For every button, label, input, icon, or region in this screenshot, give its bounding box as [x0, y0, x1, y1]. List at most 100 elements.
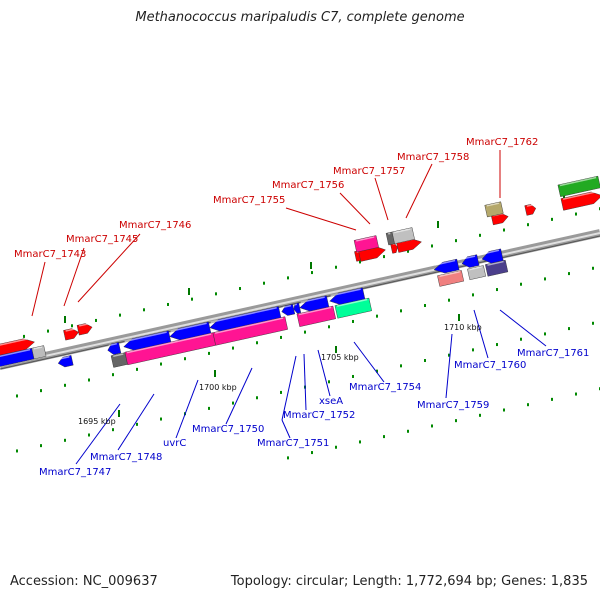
gene-label-mmarc7-1761[interactable]: MmarC7_1761 [517, 348, 589, 359]
tick-dot [143, 308, 145, 312]
gene-label-mmarc7-1743[interactable]: MmarC7_1743 [14, 249, 86, 260]
gene-mmarc7-1761-shine [482, 249, 500, 255]
gene-green-edge-shape [557, 175, 600, 197]
box-grey-1747-shine [113, 353, 124, 358]
gene-xsea [299, 295, 330, 312]
tick-dot [280, 390, 282, 394]
tick-dot [479, 413, 481, 417]
tick-dot [40, 444, 42, 448]
tick-dot [400, 309, 402, 313]
gene-grey-1757b [391, 227, 415, 244]
box-pink-1750-shape [212, 316, 288, 346]
tick-dot [208, 406, 210, 410]
tick-dot [112, 428, 114, 432]
gene-mmarc7-1760-shine [462, 255, 476, 260]
leader-1757 [374, 177, 389, 221]
gene-pink-1755 [353, 235, 379, 253]
tick-dot [119, 313, 121, 317]
gene-mmarc7-1762b-shape [524, 204, 537, 216]
tick-dot [167, 302, 169, 306]
tick-dot [527, 223, 529, 227]
tick-dot [64, 383, 66, 387]
tick-dot [16, 394, 18, 398]
box-teal-1754-shine [336, 298, 368, 307]
gene-label-uvrc[interactable]: uvrC [163, 438, 186, 449]
tick-dot [496, 288, 498, 292]
leader-1752 [303, 353, 307, 411]
tick-dot [568, 327, 570, 331]
major-tick [118, 410, 120, 417]
tick-dot [424, 304, 426, 308]
gene-label-mmarc7-1758[interactable]: MmarC7_1758 [397, 152, 469, 163]
tick-dot [40, 389, 42, 393]
tick-dot [503, 408, 505, 412]
box-grey-1747 [110, 352, 128, 368]
box-pink-1752 [296, 305, 336, 327]
gene-blue-small [57, 355, 74, 368]
tick-dot [160, 362, 162, 366]
tick-dot [311, 271, 313, 275]
leader-1747 [75, 403, 121, 465]
major-tick [437, 221, 439, 228]
gene-label-mmarc7-1747[interactable]: MmarC7_1747 [39, 467, 111, 478]
tick-dot [328, 325, 330, 329]
tick-dot [232, 346, 234, 350]
box-pink-1748-shine [126, 333, 212, 354]
tick-dot [520, 282, 522, 286]
box-pink-1750-shine [214, 317, 284, 334]
leader-1746 [77, 233, 141, 303]
tick-dot [455, 239, 457, 243]
tick-dot [479, 233, 481, 237]
box-salmon-1759-shine [439, 271, 460, 277]
gene-label-mmarc7-1748[interactable]: MmarC7_1748 [90, 452, 162, 463]
gene-label-mmarc7-1752[interactable]: MmarC7_1752 [283, 410, 355, 421]
tick-dot [352, 319, 354, 323]
gene-label-mmarc7-1759[interactable]: MmarC7_1759 [417, 400, 489, 411]
gene-label-mmarc7-1746[interactable]: MmarC7_1746 [119, 220, 191, 231]
gene-label-mmarc7-1754[interactable]: MmarC7_1754 [349, 382, 421, 393]
gene-mmarc7-1762b-shine [526, 204, 534, 207]
gene-label-mmarc7-1757[interactable]: MmarC7_1757 [333, 166, 405, 177]
tick-dot [191, 297, 193, 301]
box-navy-1761 [485, 259, 509, 277]
gene-label-xsea[interactable]: xseA [319, 396, 343, 407]
box-pink-1752-shape [296, 305, 336, 327]
genome-backbone [0, 229, 600, 370]
gene-xsea-shine [300, 296, 325, 304]
tick-label-1710: 1710 kbp [444, 323, 482, 332]
gene-mmarc7-1762b [524, 204, 537, 216]
tick-dot [256, 396, 258, 400]
tick-dot [383, 255, 385, 259]
tick-dot [64, 438, 66, 442]
gene-label-mmarc7-1760[interactable]: MmarC7_1760 [454, 360, 526, 371]
tick-dot [496, 343, 498, 347]
gene-label-mmarc7-1762[interactable]: MmarC7_1762 [466, 137, 538, 148]
gene-label-mmarc7-1751[interactable]: MmarC7_1751 [257, 438, 329, 449]
box-teal-1754-shape [334, 297, 372, 319]
gene-mmarc7-1752 [293, 302, 302, 314]
major-tick [214, 370, 216, 377]
gene-label-mmarc7-1755[interactable]: MmarC7_1755 [213, 195, 285, 206]
gene-label-mmarc7-1750[interactable]: MmarC7_1750 [192, 424, 264, 435]
leader-1758 [405, 163, 433, 219]
tick-dot [448, 298, 450, 302]
gene-mmarc7-1747-shine [108, 342, 117, 347]
leader-1751a [281, 419, 291, 439]
gene-label-mmarc7-1756[interactable]: MmarC7_1756 [272, 180, 344, 191]
tick-dot [424, 359, 426, 363]
tick-dot [359, 260, 361, 264]
leader-1756 [339, 192, 371, 225]
tick-dot [352, 374, 354, 378]
tick-dot [88, 378, 90, 382]
gene-blue-left-shine [0, 348, 31, 360]
gene-mmarc7-1743-shine [0, 337, 32, 349]
major-tick [335, 346, 337, 353]
gene-mmarc7-1748-shine [124, 331, 167, 343]
gene-mmarc7-1759-shape [433, 258, 460, 274]
tick-dot [431, 244, 433, 248]
tick-dot [551, 397, 553, 401]
box-navy-1761-shine [487, 260, 504, 266]
tick-dot [208, 351, 210, 355]
gene-label-mmarc7-1745[interactable]: MmarC7_1745 [66, 234, 138, 245]
gene-grey-left-shine [33, 346, 43, 350]
